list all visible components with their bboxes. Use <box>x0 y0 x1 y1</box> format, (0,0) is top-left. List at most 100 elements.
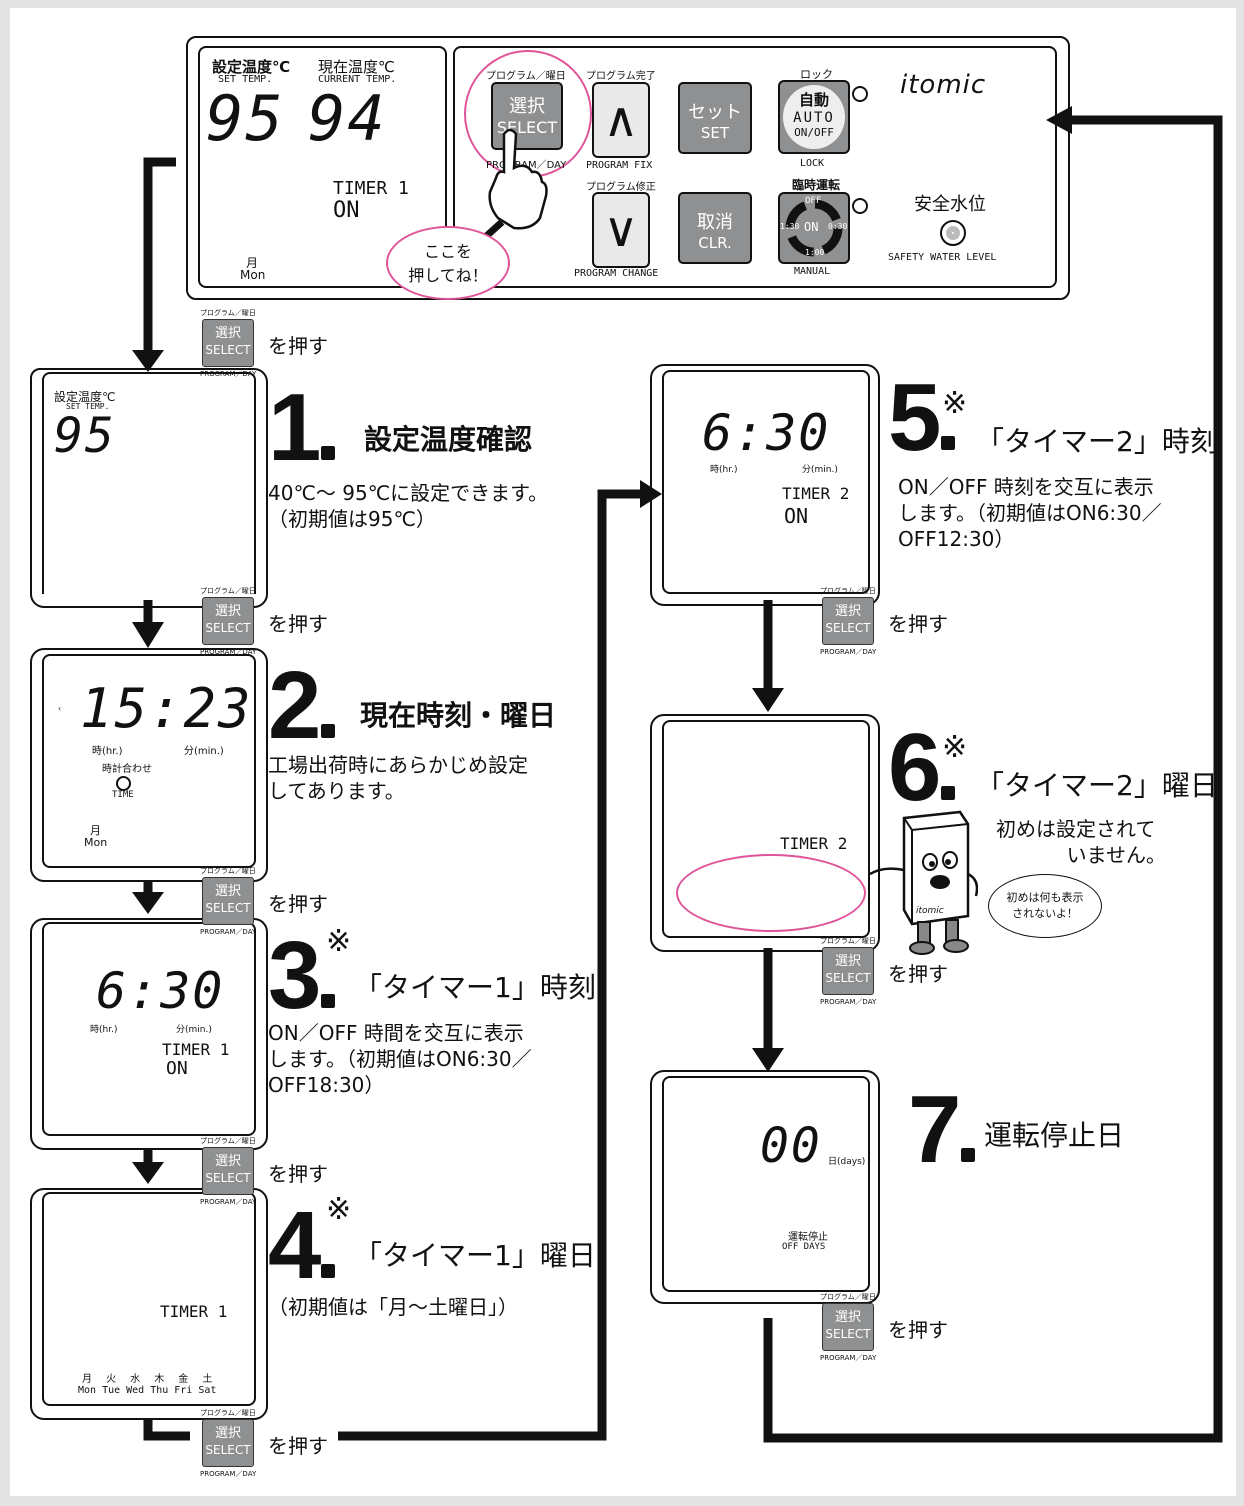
select-jp: 選択 <box>509 96 545 117</box>
up-button[interactable]: ∧ <box>592 82 650 158</box>
safety-jp: 安全水位 <box>914 194 986 215</box>
step3-timer: TIMER 1 <box>162 1040 230 1059</box>
current-temp-sub: CURRENT TEMP. <box>318 74 397 85</box>
mini-select-top: プログラム／曜日 <box>200 309 256 317</box>
step3-hr: 時(hr.) <box>90 1025 118 1035</box>
step2-desc-line: してあります。 <box>268 779 405 803</box>
step2-screen: ‹ 15:23 時(hr.) 分(min.) 時計合わせ TIME 月 Mon <box>42 654 256 868</box>
mascot-bubble-line: されないよ！ <box>1012 907 1078 920</box>
program-change-bottom: PROGRAM CHANGE <box>574 268 659 279</box>
step5-min: 分(min.) <box>802 465 838 475</box>
step3-desc-line: OFF18:30） <box>268 1073 385 1097</box>
safety-lamp-icon <box>940 220 966 246</box>
down-button[interactable]: ∨ <box>592 192 650 268</box>
step3-number: 3 <box>268 922 321 1029</box>
press-label: を押す <box>888 1318 948 1342</box>
step3-value: 6:30 <box>96 962 225 1020</box>
step2-heading: 2 <box>268 658 336 754</box>
step7-title: 運転停止日 <box>984 1119 1125 1152</box>
clear-button[interactable]: 取消 CLR. <box>678 192 752 264</box>
step-bullet-icon <box>321 446 336 460</box>
step2-clock-jp: 時計合わせ <box>102 764 152 775</box>
mini-select-bottom: PROGRAM／DAY <box>200 1470 257 1478</box>
step3-state: ON <box>166 1058 188 1079</box>
step1-sub: SET TEMP. <box>66 402 110 411</box>
button-panel <box>453 46 1057 288</box>
step4-title: 「タイマー1」曜日 <box>354 1239 596 1272</box>
mini-select-en: SELECT <box>205 621 251 635</box>
step7-label-en: OFF DAYS <box>782 1242 826 1252</box>
step2-hr: 時(hr.) <box>92 746 123 757</box>
press-label: を押す <box>888 612 948 636</box>
auto-button[interactable]: 自動 AUTO ON/OFF <box>778 80 850 154</box>
set-temp-sub: SET TEMP. <box>218 74 273 85</box>
step7-number: 7 <box>908 1076 961 1183</box>
step2-desc: 工場出荷時にあらかじめ設定 してあります。 <box>268 752 528 804</box>
step5-desc-line: OFF12:30） <box>898 527 1015 551</box>
up-arrow-icon: ∧ <box>603 92 639 148</box>
mini-select-bottom: PROGRAM／DAY <box>200 648 257 656</box>
manual-indicator-icon <box>852 198 868 214</box>
manual-button[interactable]: OFF ON 1:30 0:30 1:00 <box>778 192 850 264</box>
step1-number: 1 <box>268 374 321 481</box>
safety-en: SAFETY WATER LEVEL <box>888 252 997 263</box>
mini-select-jp: 選択 <box>214 884 241 899</box>
step2-left-mark: ‹ <box>58 704 62 713</box>
step1-desc-line: 40℃～ 95℃に設定できます。 <box>268 481 549 505</box>
mini-select-bottom: PROGRAM／DAY <box>820 998 877 1006</box>
step6-screen-frame <box>650 714 880 952</box>
step3-desc: ON／OFF 時間を交互に表示 します。（初期値はON6:30／ OFF18:3… <box>268 1020 532 1098</box>
press-label: を押す <box>268 892 328 916</box>
step3-note-mark: ※ <box>326 924 352 959</box>
clock-icon <box>116 776 131 791</box>
mini-select-en: SELECT <box>205 901 251 915</box>
step1-screen: 設定温度℃ SET TEMP. 95 <box>42 372 256 594</box>
step1-title: 設定温度確認 <box>364 423 533 456</box>
lock-top: ロック <box>800 68 833 81</box>
mascot-icon <box>869 810 978 955</box>
mini-select-button[interactable]: 選択 SELECT <box>202 877 254 925</box>
step6-number: 6 <box>888 714 941 821</box>
step7-heading: 7 <box>908 1082 976 1178</box>
step2-number: 2 <box>268 652 321 759</box>
mini-select-bottom: PROGRAM／DAY <box>820 648 877 656</box>
bubble-line2: 押してね！ <box>408 266 488 285</box>
step1-label: 設定温度℃ <box>54 390 116 404</box>
step4-screen-frame <box>30 1188 268 1420</box>
mini-select-jp: 選択 <box>834 954 861 969</box>
manual-off: OFF <box>805 196 822 206</box>
empty-days-highlight <box>676 854 866 932</box>
manual-100: 1:00 <box>805 248 825 257</box>
step5-screen: 6:30 時(hr.) 分(min.) TIMER 2 ON <box>662 370 870 594</box>
step3-min: 分(min.) <box>176 1025 212 1035</box>
step5-desc-line: ON／OFF 時刻を交互に表示 <box>898 475 1154 499</box>
step-bullet-icon <box>321 724 336 738</box>
step-bullet-icon <box>321 1264 336 1278</box>
set-temp-value: 95 <box>206 82 285 155</box>
program-change-top: プログラム修正 <box>586 182 656 193</box>
step1-desc-line: （初期値は95℃） <box>268 507 436 531</box>
step5-timer: TIMER 2 <box>782 484 850 503</box>
mini-select-top: プログラム／曜日 <box>200 587 256 595</box>
mini-select-top: プログラム／曜日 <box>820 1293 876 1301</box>
set-button[interactable]: セット SET <box>678 82 752 154</box>
step4-desc-line: （初期値は「月～土曜日」） <box>268 1295 518 1319</box>
mini-select-jp: 選択 <box>214 1154 241 1169</box>
auto-onoff: ON/OFF <box>794 126 834 139</box>
mini-select-top: プログラム／曜日 <box>820 587 876 595</box>
mini-select-bottom: PROGRAM／DAY <box>820 1354 877 1362</box>
step2-screen-frame <box>30 648 268 882</box>
mascot-speech-bubble: 初めは何も表示 されないよ！ <box>988 874 1102 938</box>
mini-select-top: プログラム／曜日 <box>820 937 876 945</box>
timer-label: TIMER 1 <box>333 178 409 199</box>
